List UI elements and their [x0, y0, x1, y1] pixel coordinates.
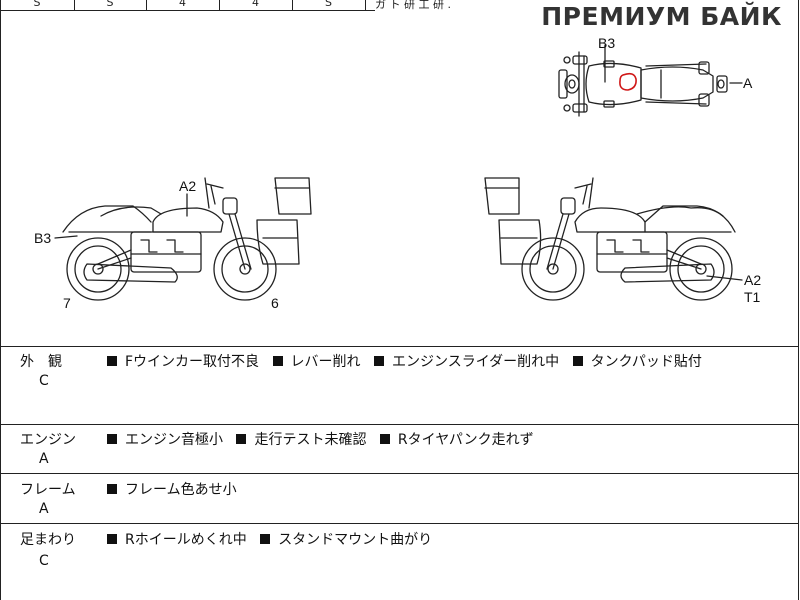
header-cell-divider [292, 0, 293, 10]
label-top-view-b3: B3 [598, 35, 615, 51]
left-view-motorcycle [62, 177, 312, 301]
list-item: Rホイールめくれ中 [125, 532, 247, 548]
list-item: エンジン音極小 [125, 432, 223, 448]
list-item: Rタイヤパンク走れず [397, 432, 534, 448]
header-bottom-border [0, 10, 375, 11]
row-name: 外 観 [20, 354, 62, 370]
bullet-square [272, 356, 283, 366]
label-top-view-a: A [743, 75, 753, 91]
top-view-motorcycle [558, 51, 728, 117]
header-cell: S [325, 0, 332, 9]
list-item: 走行テスト未確認 [254, 432, 367, 448]
row-name: エンジン [20, 432, 76, 448]
header-cell-divider [365, 0, 366, 10]
bullet-square [373, 356, 384, 366]
watermark-logo: ПРЕМИУМ БАЙК [541, 2, 782, 31]
row-name: 足まわり [20, 532, 76, 548]
row-divider-3 [0, 523, 799, 524]
row-divider-2 [0, 473, 799, 474]
row-name: フレーム [20, 482, 76, 498]
header-cell: S [33, 0, 41, 9]
header-cell: 4 [179, 0, 186, 9]
label-left-view-a2: A2 [179, 178, 196, 194]
bullet-square [572, 356, 583, 366]
row-grade: C [39, 373, 49, 389]
header-cell: 4 [252, 0, 259, 9]
header-cell-divider [146, 0, 147, 10]
right-view-motorcycle [484, 177, 736, 301]
label-right-view-t1: T1 [744, 289, 761, 305]
list-item: レバー削れ [290, 354, 361, 370]
row-divider-1 [0, 424, 799, 425]
motorcycle-damage-diagram: B3 A A2 B3 7 6 A2 T1 [34, 35, 761, 311]
bullet-square [107, 356, 117, 366]
header-cell: S [106, 0, 114, 9]
bullet-square [379, 434, 390, 444]
label-left-view-front-wheel: 6 [271, 295, 279, 311]
row-items-exterior: Fウインカー取付不良 レバー削れ エンジンスライダー削れ中 タンクパッド貼付 [107, 351, 711, 371]
row-items-suspension: Rホイールめくれ中 スタンドマウント曲がり [107, 529, 441, 549]
bullet-square [107, 534, 117, 544]
bullet-square [236, 434, 247, 444]
row-grade: C [39, 553, 49, 569]
diagram-bottom-border [0, 346, 799, 347]
label-right-view-a2: A2 [744, 272, 761, 288]
bullet-square [260, 534, 271, 544]
frame-right-border [798, 0, 799, 600]
frame-left-border [0, 0, 1, 600]
list-item: Fウインカー取付不良 [125, 354, 260, 370]
label-left-view-b3: B3 [34, 230, 51, 246]
row-grade: A [39, 501, 49, 517]
bullet-square [107, 484, 117, 494]
label-left-view-rear-wheel: 7 [63, 295, 71, 311]
list-item: タンクパッド貼付 [590, 354, 702, 370]
list-item: フレーム色あせ小 [125, 482, 237, 498]
row-grade: A [39, 451, 49, 467]
row-items-frame: フレーム色あせ小 [107, 479, 246, 499]
header-cell-divider [219, 0, 220, 10]
header-cell-divider [74, 0, 75, 10]
damage-mark [619, 72, 637, 91]
header-cell: ガ ト 研 工 研 . [375, 0, 451, 11]
list-item: エンジンスライダー削れ中 [391, 354, 560, 370]
bullet-square [107, 434, 117, 444]
row-items-engine: エンジン音極小 走行テスト未確認 Rタイヤパンク走れず [107, 429, 543, 449]
list-item: スタンドマウント曲がり [278, 532, 433, 548]
